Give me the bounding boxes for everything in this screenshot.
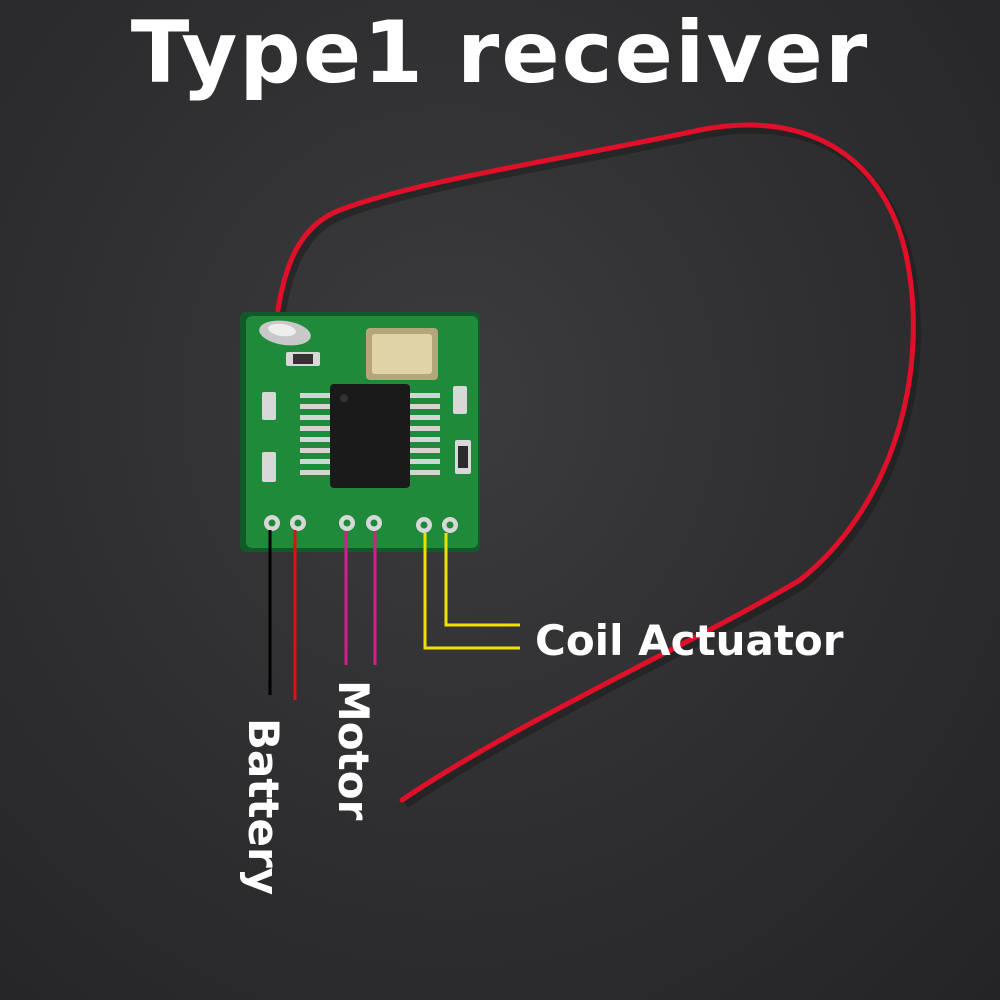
coil-actuator-label: Coil Actuator — [535, 616, 844, 665]
image-title: Type1 receiver — [130, 3, 870, 103]
motor-label: Motor — [329, 680, 378, 821]
coil-line-right — [444, 533, 520, 627]
antenna-wire — [275, 122, 916, 803]
pcb-board — [240, 312, 480, 552]
battery-label: Battery — [239, 718, 288, 896]
coil-line-left — [423, 533, 520, 650]
